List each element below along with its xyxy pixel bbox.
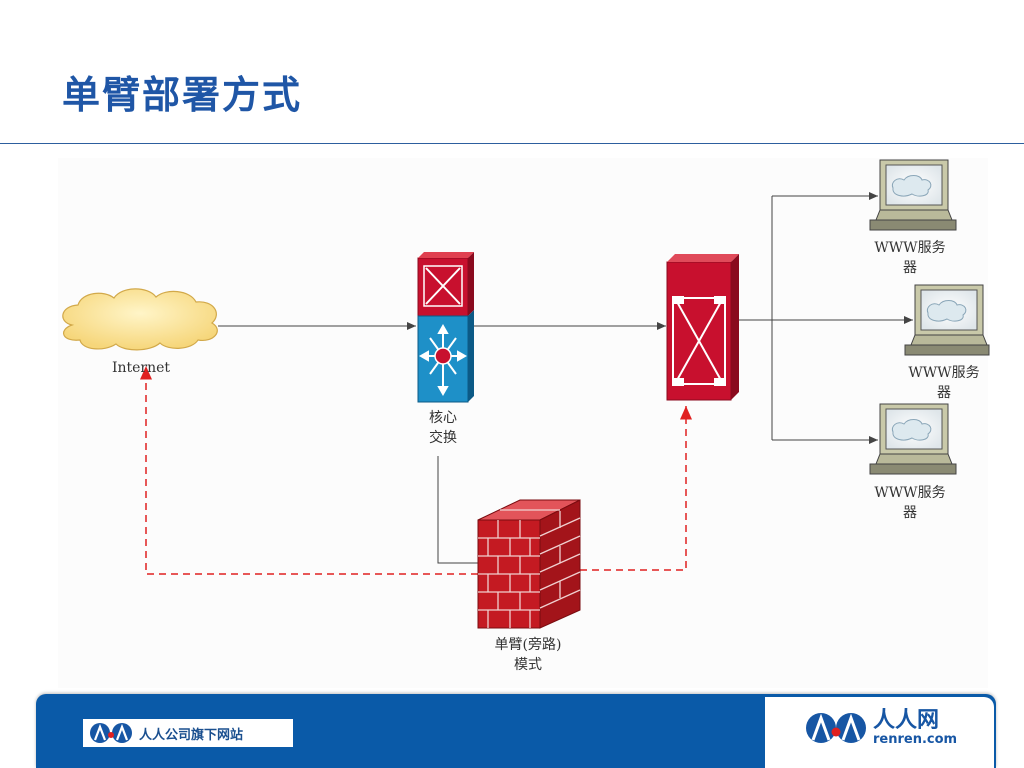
www-server-icon-3 [869,403,957,475]
dashed-path-firewall-router [580,406,692,571]
www-server-3-label-line1: WWW服务 [874,485,945,501]
router-device-icon [666,254,739,401]
www-server-2-label-line2: 器 [937,385,951,401]
core-switch-label-line1: 核心 [429,410,457,426]
footer-brand-area [765,697,994,768]
www-server-icon-1 [869,159,957,231]
connector-router-servers [738,192,913,444]
www-server-icon-2 [904,284,990,356]
dashed-path-firewall-internet [140,366,478,575]
www-server-1-label-line2: 器 [903,260,917,276]
renren-logo-icon [90,723,132,743]
internet-cloud-icon [62,288,218,351]
core-switch-label-line2: 交换 [429,429,457,446]
internet-label: Internet [112,360,170,376]
company-tag-text: 人人公司旗下网站 [139,727,244,743]
www-server-1-label-line1: WWW服务 [874,240,945,256]
renren-brand-logo-icon [806,713,866,743]
brand-en-text: renren.com [873,731,958,747]
www-server-3-label-line2: 器 [903,505,917,521]
brand-cn-text: 人人网 [873,707,940,733]
firewall-icon [477,499,581,629]
firewall-label-line1: 单臂(旁路) [495,636,562,653]
firewall-label-line2: 模式 [514,657,542,673]
company-tag: 人人公司旗下网站 [83,719,293,747]
title-divider [0,143,1024,144]
www-server-2-label-line1: WWW服务 [908,365,979,381]
core-switch-icon [417,252,474,403]
slide-title: 单臂部署方式 [62,73,303,117]
renren-brand: 人人网 renren.com [805,708,957,748]
